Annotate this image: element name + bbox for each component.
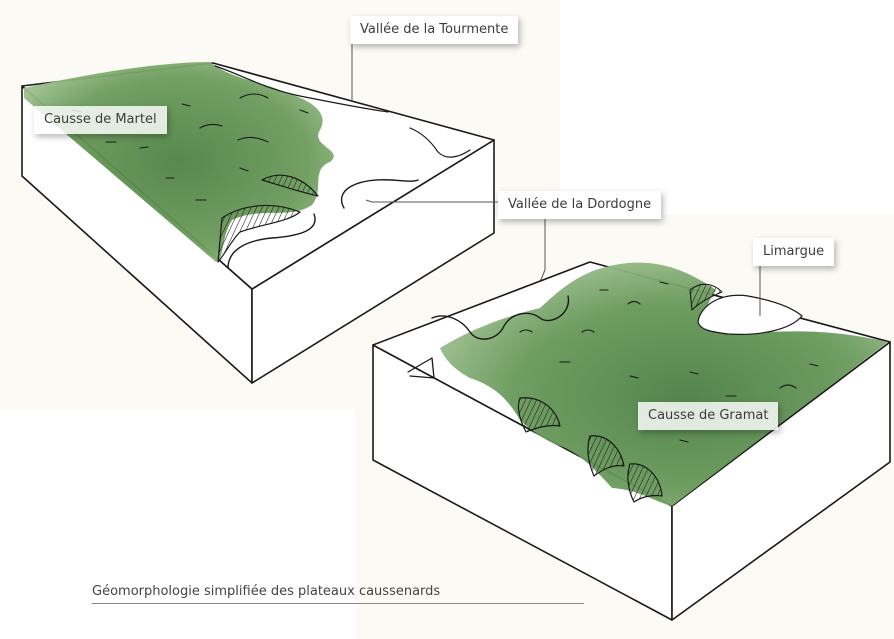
label-vallee-tourmente: Vallée de la Tourmente (350, 16, 518, 44)
label-vallee-dordogne: Vallée de la Dordogne (498, 191, 661, 219)
figure-caption: Géomorphologie simplifiée des plateaux c… (92, 584, 584, 604)
label-causse-gramat: Causse de Gramat (638, 402, 778, 430)
label-causse-martel: Causse de Martel (34, 106, 167, 134)
label-limargue: Limargue (753, 238, 834, 266)
